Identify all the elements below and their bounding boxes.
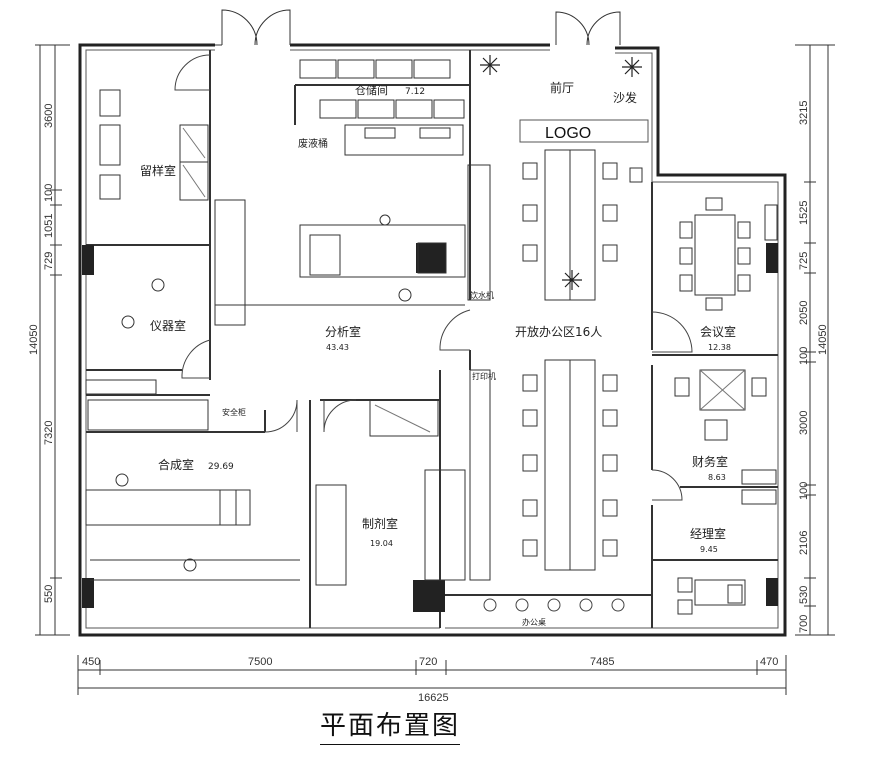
label-synthesis-area: 29.69 <box>208 462 234 472</box>
right-dimension-text: 3215 1525 725 2050 100 3000 100 2106 530… <box>798 101 829 633</box>
bottom-dimension-text: 450 7500 720 7485 470 16625 <box>82 656 778 704</box>
dim-left-3: 1051 <box>43 214 55 238</box>
entry-doors <box>215 9 621 46</box>
dim-left-2: 100 <box>43 184 55 202</box>
plant-icons <box>480 55 642 290</box>
analysis-benches <box>121 199 466 329</box>
dim-right-5: 100 <box>798 347 810 365</box>
label-instrument: 仪器室 <box>150 318 186 333</box>
inner-outline <box>85 49 779 629</box>
storage-shelves <box>299 59 465 156</box>
dim-left-total: 14050 <box>28 324 40 355</box>
dim-right-3: 725 <box>798 252 810 270</box>
dim-right-4: 2050 <box>798 301 810 325</box>
outer-walls <box>78 43 787 637</box>
label-prep-area: 19.04 <box>370 539 393 548</box>
bottom-dimension-lines <box>77 655 787 695</box>
label-finance-area: 8.63 <box>708 473 726 482</box>
dim-left-5: 7320 <box>43 421 55 445</box>
label-water: 饮水机 <box>470 290 494 300</box>
label-sample: 留样室 <box>140 163 176 178</box>
dim-right-1: 3215 <box>798 101 810 125</box>
interior-walls <box>86 50 778 628</box>
logo-box <box>519 119 649 143</box>
label-manager: 经理室 <box>690 526 726 541</box>
finance-manager-furniture <box>674 369 777 615</box>
logo-text: LOGO <box>545 125 591 142</box>
sample-cabinets <box>99 89 209 201</box>
meeting-table <box>679 197 778 311</box>
label-waste: 废液桶 <box>298 137 328 150</box>
left-dimension-text: 3600 100 1051 729 7320 550 14050 <box>28 104 55 603</box>
office-chairs <box>522 162 643 557</box>
label-printer: 打印机 <box>472 371 496 381</box>
columns <box>82 243 778 612</box>
left-dimension-lines <box>35 44 70 636</box>
label-storage: 仓储间 <box>355 83 388 97</box>
open-office-desks <box>544 149 596 571</box>
dim-left-1: 3600 <box>43 104 55 128</box>
label-meeting: 会议室 <box>700 324 736 339</box>
room-labels: 仓储间 7.12 前厅 沙发 留样室 废液桶 仪器室 分析室 43.43 开放办… <box>140 80 736 627</box>
dim-right-total: 14050 <box>817 324 829 355</box>
dim-bottom-1: 450 <box>82 656 100 668</box>
dim-right-6: 3000 <box>798 411 810 435</box>
label-manager-area: 9.45 <box>700 545 718 554</box>
label-open-office: 开放办公区16人 <box>515 324 602 339</box>
dim-bottom-2: 7500 <box>248 656 272 668</box>
dim-right-8: 2106 <box>798 531 810 555</box>
prep-furniture <box>315 164 491 586</box>
label-synthesis: 合成室 <box>158 457 194 472</box>
dim-bottom-3: 720 <box>419 656 437 668</box>
synthesis-benches <box>85 379 300 581</box>
dim-right-2: 1525 <box>798 201 810 225</box>
label-analysis: 分析室 <box>325 324 361 339</box>
label-sofa: 沙发 <box>613 90 637 105</box>
door-swings <box>174 54 693 501</box>
label-meeting-area: 12.38 <box>708 343 731 352</box>
label-prep: 制剂室 <box>362 516 398 531</box>
label-office-desk: 办公桌 <box>522 617 546 627</box>
drawing-title: 平面布置图 <box>320 705 461 745</box>
lower-window-circles <box>483 598 625 612</box>
label-analysis-area: 43.43 <box>326 343 349 352</box>
right-dimension-lines <box>795 44 835 636</box>
dim-right-10: 700 <box>798 615 810 633</box>
label-lobby: 前厅 <box>550 80 574 95</box>
label-safe-cabinet: 安全柜 <box>222 407 246 417</box>
dim-right-9: 530 <box>798 586 810 604</box>
dim-bottom-5: 470 <box>760 656 778 668</box>
dim-bottom-total: 16625 <box>418 692 449 704</box>
label-storage-area: 7.12 <box>405 87 425 97</box>
dim-left-4: 729 <box>43 252 55 270</box>
dim-right-7: 100 <box>798 482 810 500</box>
dim-left-6: 550 <box>43 585 55 603</box>
label-finance: 财务室 <box>692 454 728 469</box>
dim-bottom-4: 7485 <box>590 656 614 668</box>
